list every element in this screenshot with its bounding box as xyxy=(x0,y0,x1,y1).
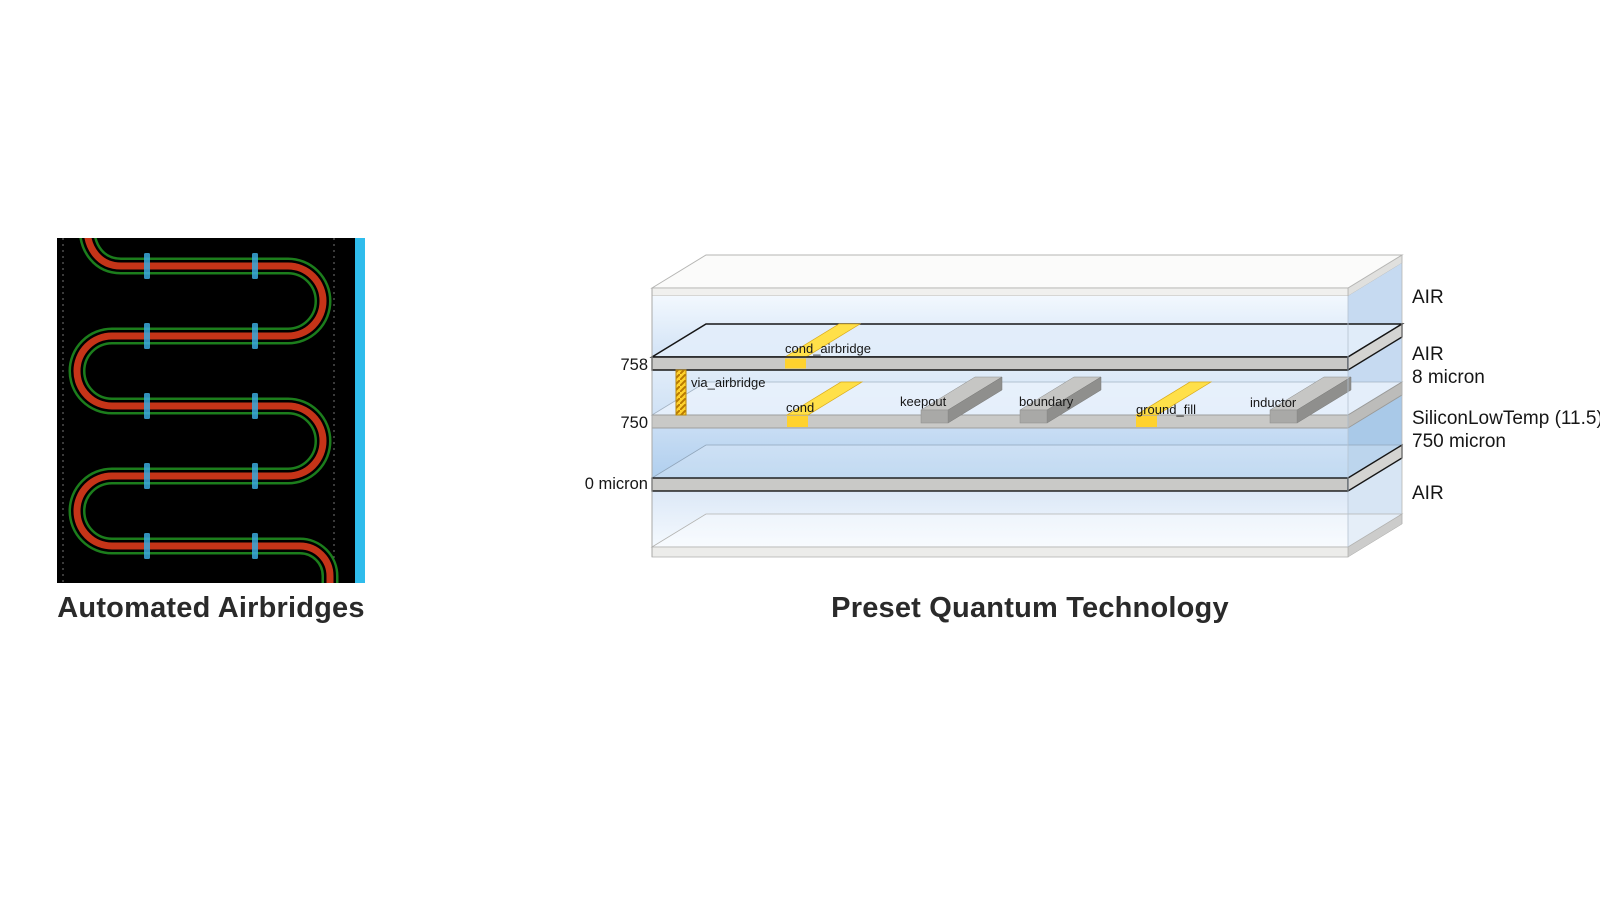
height-750-label: 750 xyxy=(620,414,648,432)
slab-0-front xyxy=(651,477,1349,492)
side-substrate xyxy=(1348,395,1402,478)
slab-758-top-face xyxy=(649,323,1405,358)
airbridge-layout-figure xyxy=(57,227,365,590)
airbridge-tick xyxy=(252,533,258,559)
bottom-plate-front xyxy=(651,546,1349,558)
air-below-label: AIR xyxy=(1412,483,1444,504)
slab-758-front xyxy=(651,356,1349,371)
ground-fill-label: ground_fill xyxy=(1136,402,1196,417)
air-gap-label: AIR xyxy=(1412,344,1444,365)
airbridge-tick xyxy=(144,323,150,349)
height-0-label: 0 micron xyxy=(585,475,648,493)
cond-strip-front xyxy=(787,416,808,427)
height-758-label: 758 xyxy=(620,356,648,374)
inductor-bar xyxy=(1269,376,1352,424)
trace-center-red xyxy=(73,227,334,590)
keepout-label: keepout xyxy=(900,394,947,409)
inductor-label: inductor xyxy=(1250,395,1297,410)
cond-airbridge-label: cond_airbridge xyxy=(785,341,871,356)
cond-label: cond xyxy=(786,400,814,415)
top-plate-front xyxy=(651,287,1349,297)
box-top-face xyxy=(650,254,1404,289)
layer-air-below-face xyxy=(652,491,1348,547)
airbridge-tick xyxy=(252,393,258,419)
airbridge-tick xyxy=(144,463,150,489)
stack-diagram-figure: keepout boundary inductor cond ground_fi… xyxy=(560,230,1600,580)
substrate-name-label: SiliconLowTemp (11.5) xyxy=(1412,408,1600,429)
ground-fill-strip-front xyxy=(1136,416,1157,427)
right-figure-title: Preset Quantum Technology xyxy=(831,592,1229,624)
box-bottom-face xyxy=(650,513,1404,548)
side-air-below xyxy=(1348,458,1402,547)
airbridge-ticks xyxy=(144,253,258,559)
air-above-label: AIR xyxy=(1412,287,1444,308)
boundary-bar xyxy=(1019,376,1102,424)
slab-0-top-face xyxy=(650,444,1404,479)
cond-strip xyxy=(785,381,864,416)
airbridge-tick xyxy=(252,323,258,349)
ground-fill-strip xyxy=(1134,381,1213,416)
via-airbridge-column xyxy=(675,369,687,416)
stack-diagram-svg: keepout boundary inductor cond ground_fi… xyxy=(585,254,1600,558)
slab-750-front xyxy=(651,414,1349,429)
substrate-thickness-label: 750 micron xyxy=(1412,431,1506,452)
cond-airbridge-strip-front xyxy=(785,358,806,369)
airbridge-tick xyxy=(252,253,258,279)
airbridge-tick xyxy=(144,253,150,279)
airbridge-tick xyxy=(144,393,150,419)
air-gap-thickness-label: 8 micron xyxy=(1412,367,1485,388)
keepout-bar-front xyxy=(920,409,949,424)
airbridge-tick xyxy=(144,533,150,559)
keepout-bar xyxy=(920,376,1003,424)
left-figure-title: Automated Airbridges xyxy=(57,592,365,624)
airbridge-tick xyxy=(252,463,258,489)
inductor-bar-front xyxy=(1269,409,1298,424)
boundary-label: boundary xyxy=(1019,394,1074,409)
boundary-bar-front xyxy=(1019,409,1048,424)
edge-cyan-strip xyxy=(355,238,365,583)
airbridge-layout-svg xyxy=(57,227,365,590)
via-airbridge-label: via_airbridge xyxy=(691,375,765,390)
substrate-face xyxy=(652,428,1348,478)
